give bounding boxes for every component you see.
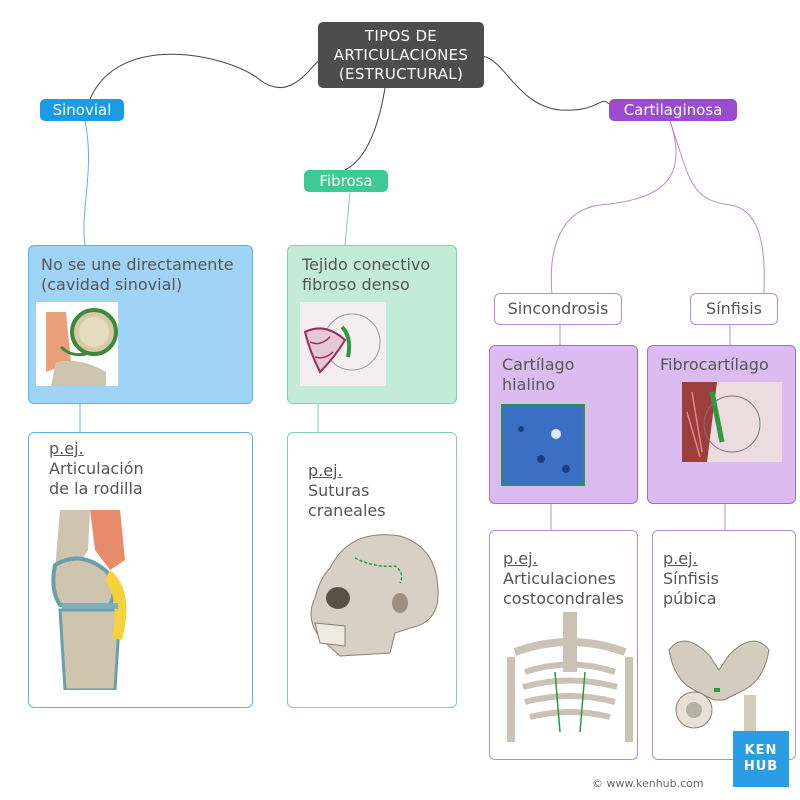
sincondrosis-desc-line2: hialino bbox=[502, 375, 556, 394]
sinovial-example-line1: Articulación bbox=[49, 459, 144, 478]
sincondrosis-example-line2: costocondrales bbox=[503, 589, 624, 608]
logo-line1: KEN bbox=[744, 743, 778, 758]
sinfisis-example-prefix: p.ej. bbox=[663, 549, 698, 568]
fibrosa-tag: Fibrosa bbox=[304, 170, 388, 192]
sinfisis-example-line2: púbica bbox=[663, 589, 717, 608]
fibrosa-desc-line1: Tejido conectivo bbox=[302, 255, 431, 274]
sinovial-desc-line1: No se une directamente bbox=[41, 255, 234, 274]
fibrosa-example-prefix: p.ej. bbox=[308, 461, 343, 480]
sinovial-tag: Sinovial bbox=[40, 99, 124, 121]
cartilaginosa-tag: Cartilaginosa bbox=[609, 99, 737, 121]
hyaline-cartilage-illustration bbox=[501, 404, 585, 486]
sincondrosis-tag: Sincondrosis bbox=[494, 293, 622, 325]
sincondrosis-example-prefix: p.ej. bbox=[503, 549, 538, 568]
skull-illustration bbox=[310, 534, 439, 657]
fibrocartilage-illustration bbox=[682, 382, 782, 462]
logo-line2: HUB bbox=[743, 759, 779, 774]
fibrosa-desc-line2: fibroso denso bbox=[302, 275, 410, 294]
root-title-line2: ARTICULACIONES bbox=[333, 46, 469, 64]
sinovial-example-prefix: p.ej. bbox=[49, 439, 84, 458]
sinovial-desc-line2: (cavidad sinovial) bbox=[41, 275, 183, 294]
root-node: TIPOS DE ARTICULACIONES (ESTRUCTURAL) bbox=[318, 22, 484, 88]
ribcage-illustration bbox=[507, 612, 633, 742]
sincondrosis-desc-line1: Cartílago bbox=[502, 355, 575, 374]
sinfisis-desc-line1: Fibrocartílago bbox=[660, 355, 769, 374]
root-title-line3: (ESTRUCTURAL) bbox=[338, 65, 464, 83]
copyright-text: © www.kenhub.com bbox=[592, 777, 704, 790]
fibrous-tissue-illustration bbox=[300, 302, 386, 386]
fibrosa-example-line1: Suturas craneales bbox=[308, 481, 386, 520]
root-title-line1: TIPOS DE bbox=[364, 27, 438, 45]
kenhub-logo: KEN HUB bbox=[733, 731, 789, 787]
sinfisis-tag: Sínfisis bbox=[690, 293, 778, 325]
sinovial-example-line2: de la rodilla bbox=[49, 479, 143, 498]
knee-joint-illustration bbox=[51, 510, 127, 690]
sincondrosis-example-line1: Articulaciones bbox=[503, 569, 616, 588]
synovial-joint-illustration bbox=[36, 302, 118, 386]
sinfisis-example-line1: Sínfisis bbox=[663, 569, 719, 588]
pelvis-illustration bbox=[668, 640, 770, 740]
